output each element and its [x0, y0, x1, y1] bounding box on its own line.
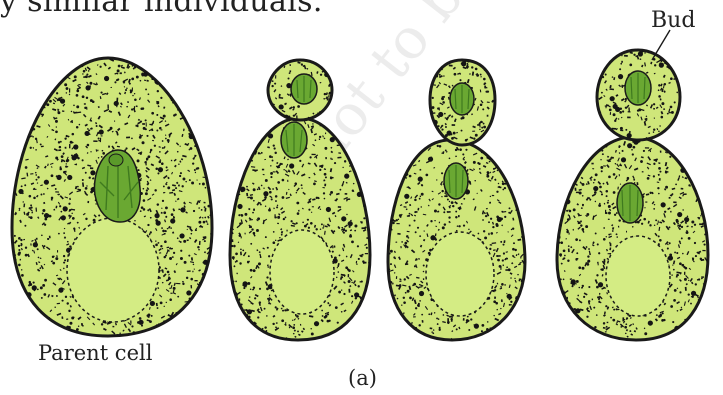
bud-label: Bud [651, 8, 695, 33]
stage-1-parent-cell [9, 58, 213, 339]
nucleus [617, 183, 643, 223]
caption-fragment: y similar individuals. [0, 0, 323, 19]
bud-nucleus [291, 74, 317, 104]
vacuole [426, 232, 494, 316]
vacuole [606, 236, 670, 316]
panel-label: (a) [348, 366, 377, 390]
bud-nucleus [450, 83, 474, 115]
stage-4-large-bud [555, 46, 711, 342]
vacuole [270, 230, 334, 314]
bud-leader-line [652, 30, 670, 60]
nucleus [444, 163, 468, 199]
parent-cell-label: Parent cell [38, 341, 152, 365]
vacuole [67, 218, 159, 322]
bud-nucleus [625, 71, 651, 105]
stage-3-growing-bud [386, 58, 526, 343]
nucleus [94, 150, 140, 222]
nucleus [281, 122, 307, 158]
